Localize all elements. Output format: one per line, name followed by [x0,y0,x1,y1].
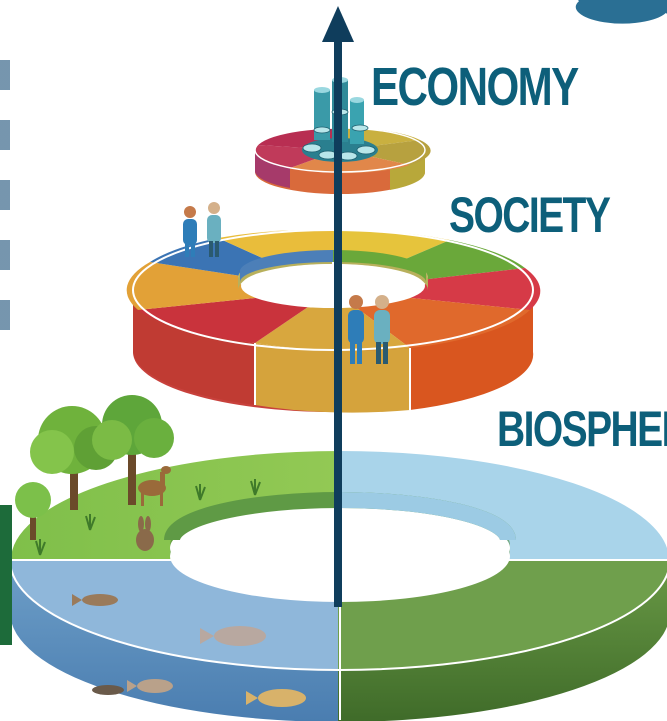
biosphere-side-right [338,574,667,721]
fish-icon [92,685,124,695]
left-edge-fragment-green [0,505,12,645]
society-ring [126,229,541,413]
fish-icon [127,679,173,693]
arrow-up-icon [322,6,354,607]
biosphere-side-left [10,560,338,721]
tree-icon [15,482,51,540]
people-icon [348,295,390,364]
fish-icon [246,689,306,707]
biosphere-label: BIOSPHERI [497,401,667,457]
coin-stack-icon [302,77,378,162]
left-edge-fragment [0,30,10,330]
corner-badge [574,0,667,26]
fish-icon [72,594,118,606]
people-icon [183,202,221,257]
grass [35,479,261,556]
rabbit-icon [136,516,154,551]
society-label: SOCIETY [449,187,611,243]
tree-icon [92,395,174,505]
economy-label: ECONOMY [371,57,579,117]
deer-icon [138,466,171,506]
fish-icon [200,626,266,646]
